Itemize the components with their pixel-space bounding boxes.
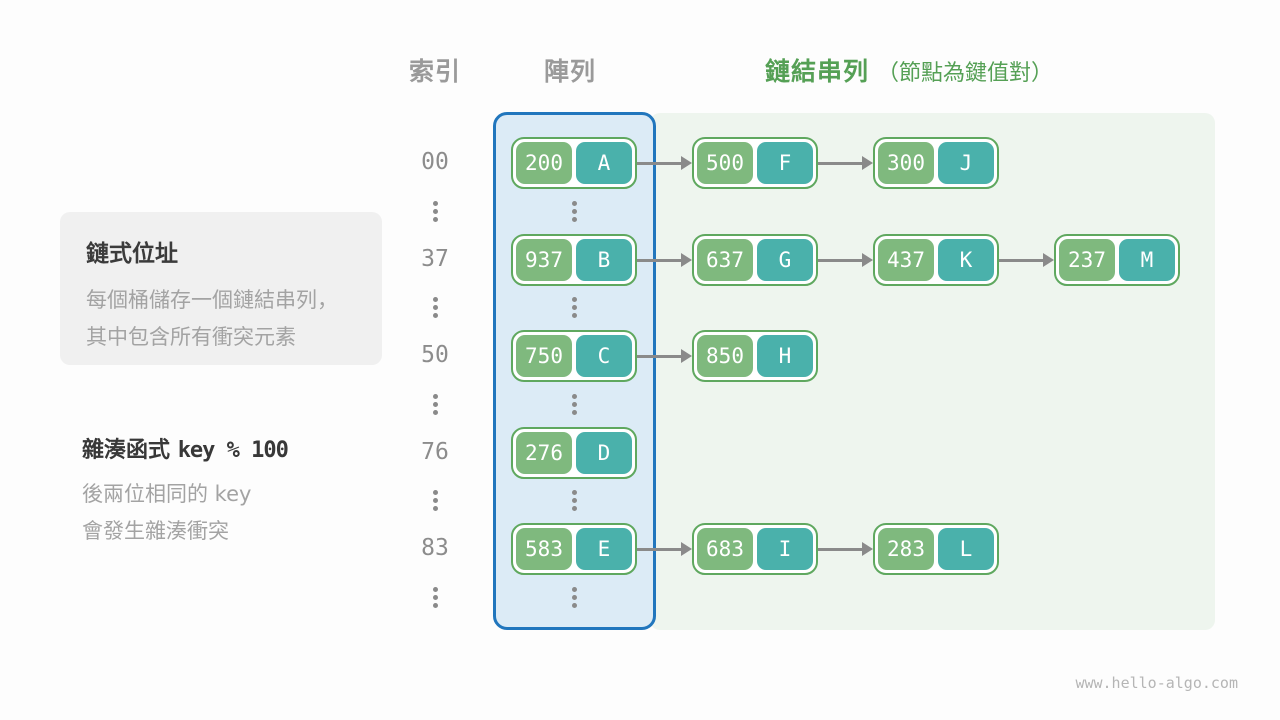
ellipsis-icon <box>571 587 577 608</box>
value-cell: E <box>576 528 632 570</box>
hash-function-title-cjk: 雜湊函式 <box>82 438 171 463</box>
value-cell: M <box>1119 239 1175 281</box>
kv-node: 683 I <box>692 523 818 575</box>
key-cell: 276 <box>516 432 572 474</box>
index-label: 50 <box>421 342 449 368</box>
watermark: www.hello-algo.com <box>1075 674 1238 692</box>
key-cell: 283 <box>878 528 934 570</box>
chaining-info-box: 鏈式位址 每個桶儲存一個鏈結串列， 其中包含所有衝突元素 <box>60 212 382 365</box>
arrow-icon <box>637 234 692 286</box>
kv-node: 637 G <box>692 234 818 286</box>
kv-node: 750 C <box>511 330 637 382</box>
hash-function-formula: key % 100 <box>177 438 289 463</box>
index-label: 37 <box>421 246 449 272</box>
arrow-icon <box>818 523 873 575</box>
hash-note-line2: 會發生雜湊衝突 <box>82 519 229 543</box>
ellipsis-icon <box>432 587 438 608</box>
header-linked-list-title: 鏈結串列 <box>765 57 870 86</box>
value-cell: H <box>757 335 813 377</box>
hash-note-line1: 後兩位相同的 key <box>82 482 252 506</box>
hash-function-title: 雜湊函式 key % 100 <box>82 432 382 464</box>
ellipsis-icon <box>571 297 577 318</box>
bucket-row: 200 A 500 F 300 J <box>511 137 999 189</box>
kv-node: 300 J <box>873 137 999 189</box>
ellipsis-icon <box>432 201 438 222</box>
kv-node: 237 M <box>1054 234 1180 286</box>
ellipsis-icon <box>571 394 577 415</box>
value-cell: I <box>757 528 813 570</box>
chaining-info-title: 鏈式位址 <box>86 241 178 267</box>
index-label: 76 <box>421 439 449 465</box>
kv-node: 276 D <box>511 427 637 479</box>
value-cell: C <box>576 335 632 377</box>
ellipsis-icon <box>571 201 577 222</box>
kv-node: 583 E <box>511 523 637 575</box>
kv-node: 500 F <box>692 137 818 189</box>
arrow-icon <box>637 137 692 189</box>
value-cell: B <box>576 239 632 281</box>
value-cell: D <box>576 432 632 474</box>
key-cell: 437 <box>878 239 934 281</box>
chaining-info-line1: 每個桶儲存一個鏈結串列， <box>86 288 338 312</box>
key-cell: 937 <box>516 239 572 281</box>
kv-node: 437 K <box>873 234 999 286</box>
arrow-icon <box>818 137 873 189</box>
ellipsis-icon <box>432 297 438 318</box>
key-cell: 850 <box>697 335 753 377</box>
bucket-row: 276 D <box>511 427 637 479</box>
value-cell: F <box>757 142 813 184</box>
key-cell: 750 <box>516 335 572 377</box>
header-index: 索引 <box>408 57 461 86</box>
value-cell: J <box>938 142 994 184</box>
kv-node: 283 L <box>873 523 999 575</box>
value-cell: K <box>938 239 994 281</box>
value-cell: L <box>938 528 994 570</box>
key-cell: 200 <box>516 142 572 184</box>
header-linked-list: 鏈結串列 （節點為鍵值對） <box>765 52 1053 88</box>
ellipsis-icon <box>432 394 438 415</box>
bucket-row: 583 E 683 I 283 L <box>511 523 999 575</box>
value-cell: A <box>576 142 632 184</box>
kv-node: 850 H <box>692 330 818 382</box>
value-cell: G <box>757 239 813 281</box>
key-cell: 583 <box>516 528 572 570</box>
ellipsis-icon <box>571 490 577 511</box>
arrow-icon <box>999 234 1054 286</box>
arrow-icon <box>818 234 873 286</box>
arrow-icon <box>637 523 692 575</box>
key-cell: 300 <box>878 142 934 184</box>
key-cell: 637 <box>697 239 753 281</box>
arrow-icon <box>637 330 692 382</box>
chaining-info-line2: 其中包含所有衝突元素 <box>86 325 296 349</box>
key-cell: 683 <box>697 528 753 570</box>
hash-function-note: 雜湊函式 key % 100 後兩位相同的 key 會發生雜湊衝突 <box>82 432 382 550</box>
header-linked-list-note: （節點為鍵值對） <box>877 61 1054 86</box>
kv-node: 200 A <box>511 137 637 189</box>
key-cell: 237 <box>1059 239 1115 281</box>
bucket-row: 750 C 850 H <box>511 330 818 382</box>
key-cell: 500 <box>697 142 753 184</box>
bucket-row: 937 B 637 G 437 K 237 M <box>511 234 1180 286</box>
index-label: 00 <box>421 149 449 175</box>
header-array: 陣列 <box>543 57 596 86</box>
kv-node: 937 B <box>511 234 637 286</box>
index-label: 83 <box>421 535 449 561</box>
ellipsis-icon <box>432 490 438 511</box>
